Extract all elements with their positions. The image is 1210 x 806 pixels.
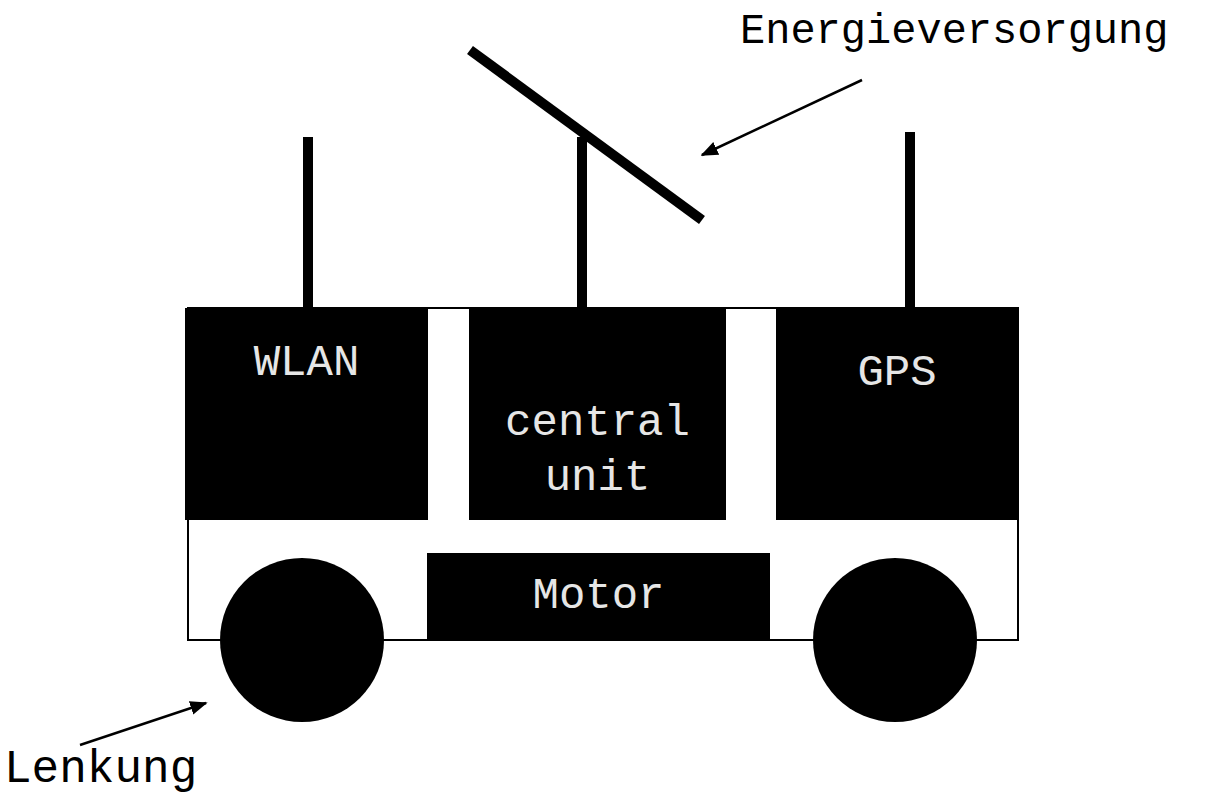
module-box: WLAN <box>185 308 428 520</box>
module-box: central unit <box>469 308 726 520</box>
leader-arrow <box>702 80 862 155</box>
box-label: WLAN <box>254 336 360 391</box>
wheel <box>220 558 384 722</box>
wheel <box>813 558 977 722</box>
gps-antenna <box>905 132 915 310</box>
leader-arrow <box>80 703 206 745</box>
central-mast <box>577 137 587 310</box>
module-box: GPS <box>776 308 1018 520</box>
box-label: Motor <box>532 569 664 624</box>
callout-label: Energieversorgung <box>740 8 1168 56</box>
callout-label: Lenkung <box>4 744 197 796</box>
solar-panel <box>470 50 702 220</box>
box-label: GPS <box>857 346 936 401</box>
box-label: central unit <box>469 396 726 506</box>
motor-box: Motor <box>427 553 770 640</box>
wlan-antenna <box>303 137 313 310</box>
